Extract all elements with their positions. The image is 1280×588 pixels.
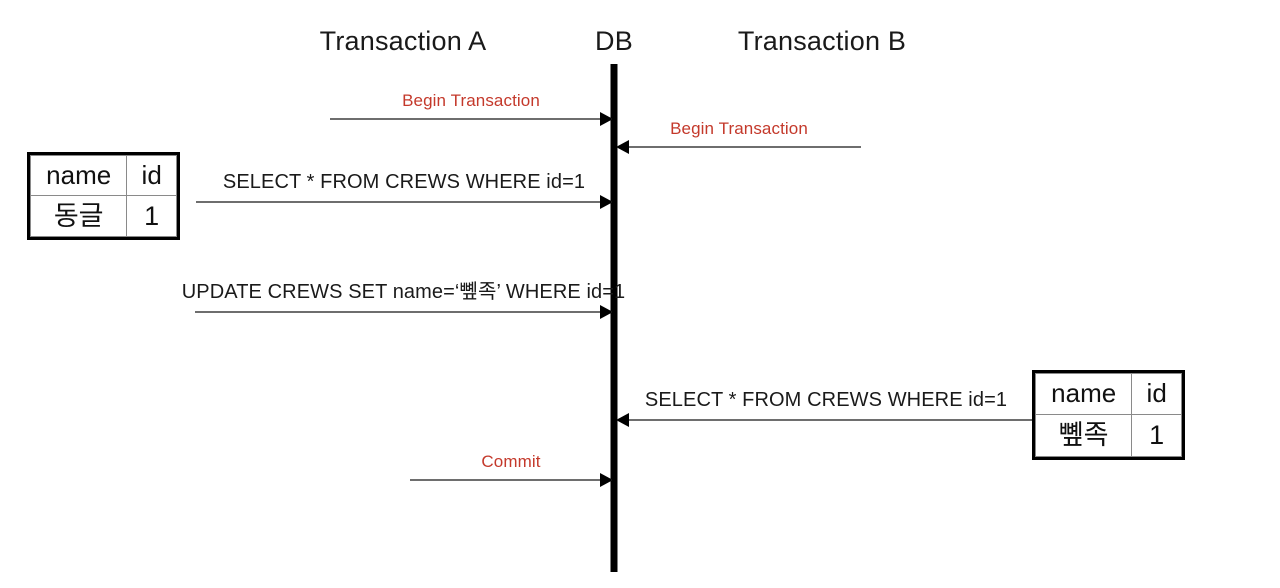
arrowhead-right-icon xyxy=(600,473,613,487)
message-line xyxy=(410,479,612,481)
arrowhead-left-icon xyxy=(616,413,629,427)
column-header-id: id xyxy=(126,155,177,196)
cell-id-value: 1 xyxy=(1131,413,1182,458)
message-label-select-b: SELECT * FROM CREWS WHERE id=1 xyxy=(644,389,1008,411)
column-header-name: name xyxy=(29,155,128,196)
message-line xyxy=(617,146,861,148)
table-header-row: name id xyxy=(29,155,177,196)
message-label-begin-transaction-a: Begin Transaction xyxy=(402,91,540,110)
lifeline-header-transaction-a: Transaction A xyxy=(319,26,487,56)
arrowhead-right-icon xyxy=(600,195,613,209)
table-row: 동글 1 xyxy=(29,194,177,238)
message-line xyxy=(196,201,612,203)
arrowhead-right-icon xyxy=(600,112,613,126)
arrowhead-right-icon xyxy=(600,305,613,319)
column-header-name: name xyxy=(1034,373,1133,415)
message-line xyxy=(195,311,612,313)
cell-id-value: 1 xyxy=(126,194,177,238)
message-label-begin-transaction-b: Begin Transaction xyxy=(670,119,808,138)
message-line xyxy=(330,118,612,120)
message-label-commit-a: Commit xyxy=(481,452,541,471)
table-row: 뼾족 1 xyxy=(1034,413,1182,458)
cell-name-value: 뼾족 xyxy=(1034,413,1133,458)
column-header-id: id xyxy=(1131,373,1182,415)
result-table-transaction-a: name id 동글 1 xyxy=(27,152,180,240)
db-lifeline-bar xyxy=(610,64,618,572)
message-label-select-a: SELECT * FROM CREWS WHERE id=1 xyxy=(222,171,586,193)
lifeline-header-transaction-b: Transaction B xyxy=(737,26,907,56)
arrowhead-left-icon xyxy=(616,140,629,154)
table-header-row: name id xyxy=(1034,373,1182,415)
lifeline-header-db: DB xyxy=(595,26,633,56)
result-table-transaction-b: name id 뼾족 1 xyxy=(1032,370,1185,460)
cell-name-value: 동글 xyxy=(29,194,128,238)
message-label-update-a: UPDATE CREWS SET name=‘뼾족’ WHERE id=1 xyxy=(181,281,626,303)
message-line xyxy=(617,419,1035,421)
